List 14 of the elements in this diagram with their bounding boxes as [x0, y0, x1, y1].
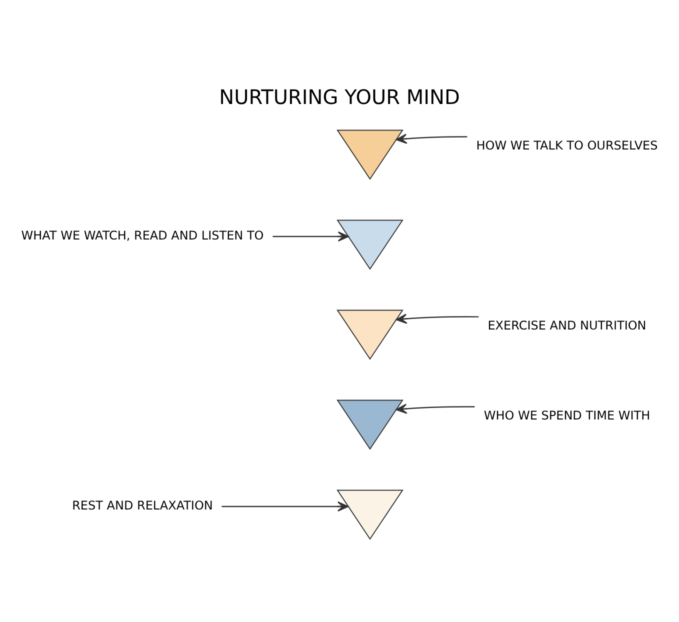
arrow	[396, 133, 468, 144]
node-text: WHO WE SPEND TIME WITH	[484, 408, 650, 422]
arrow	[222, 500, 349, 512]
arrow	[272, 230, 349, 242]
node-wedge	[336, 309, 404, 360]
node-wedge	[336, 399, 404, 450]
node-text: EXERCISE AND NUTRITION	[488, 318, 646, 332]
arrow	[396, 313, 479, 324]
node-text: REST AND RELAXATION	[72, 498, 213, 512]
node-wedge	[336, 129, 404, 180]
diagram-title: NURTURING YOUR MIND	[219, 84, 460, 108]
node-text: WHAT WE WATCH, READ AND LISTEN TO	[21, 228, 264, 242]
node-text: HOW WE TALK TO OURSELVES	[476, 138, 658, 152]
arrow	[396, 403, 475, 414]
